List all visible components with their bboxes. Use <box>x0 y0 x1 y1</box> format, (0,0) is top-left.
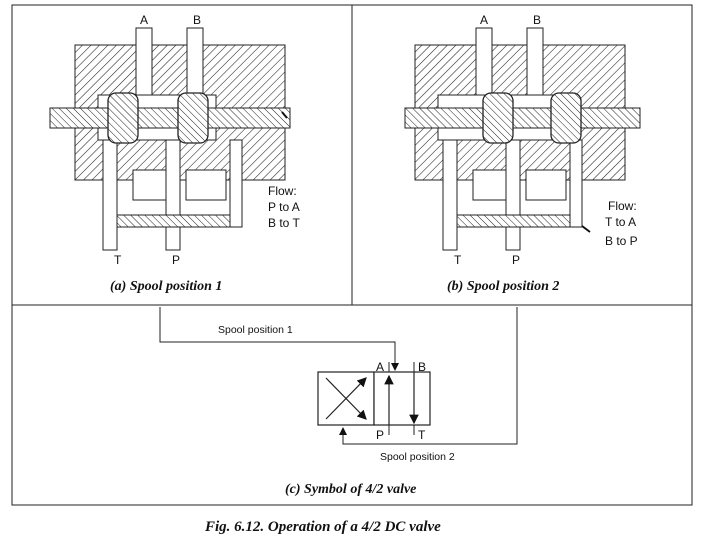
panel-a-flow-line2: B to T <box>268 216 300 230</box>
symbol-label-spool-1: Spool position 1 <box>218 324 293 336</box>
symbol-port-p: P <box>376 428 384 442</box>
panel-b-port-b: B <box>533 13 541 27</box>
valve-section-a <box>49 27 291 251</box>
panel-b-port-t: T <box>454 253 462 267</box>
panel-a-flow-line1: P to A <box>268 200 300 214</box>
panel-b-port-a: A <box>480 13 488 27</box>
figure-caption: Fig. 6.12. Operation of a 4/2 DC valve <box>204 519 441 535</box>
panel-a-flow-title: Flow: <box>268 184 297 198</box>
valve-section-b <box>404 27 641 251</box>
symbol-port-t: T <box>418 428 426 442</box>
panel-c-frame <box>11 304 693 506</box>
symbol-port-a: A <box>376 360 384 374</box>
panel-b-flow-line1: T to A <box>605 215 636 229</box>
panel-b-caption: (b) Spool position 2 <box>447 279 559 294</box>
panel-c-caption: (c) Symbol of 4/2 valve <box>285 482 416 497</box>
valve-symbol <box>159 307 518 445</box>
panel-b-flow-line2: B to P <box>605 234 638 248</box>
panel-b-port-p: P <box>512 253 520 267</box>
panel-a-port-p: P <box>172 253 180 267</box>
panel-b-flow-title: Flow: <box>608 199 637 213</box>
panel-a-caption: (a) Spool position 1 <box>110 279 222 294</box>
panel-a-port-b: B <box>193 13 201 27</box>
panel-a-port-t: T <box>114 253 122 267</box>
symbol-port-b: B <box>418 360 426 374</box>
panel-a-port-a: A <box>140 13 148 27</box>
symbol-label-spool-2: Spool position 2 <box>380 451 455 463</box>
